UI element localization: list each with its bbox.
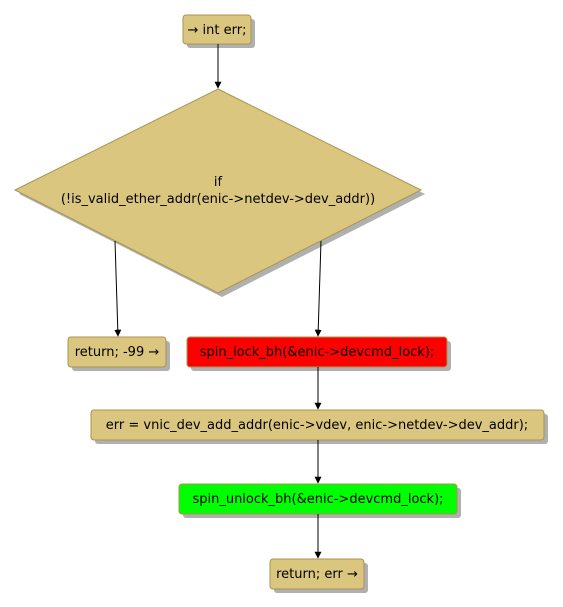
condition-label-expression: (!is_valid_ether_addr(enic->netdev->dev_…	[61, 192, 375, 207]
spin-lock-node: spin_lock_bh(&enic->devcmd_lock);	[186, 336, 451, 371]
return-err-label: return; err →	[276, 567, 358, 582]
condition-label-if: if	[214, 175, 223, 190]
start-label: → int err;	[188, 23, 247, 38]
start-node: → int err;	[182, 14, 255, 48]
edge-condition-to-lock	[314, 240, 322, 337]
spin-unlock-label: spin_unlock_bh(&enic->devcmd_lock);	[192, 492, 443, 507]
add-addr-label: err = vnic_dev_add_addr(enic->vdev, enic…	[106, 418, 528, 433]
return-error-label: return; -99 →	[75, 345, 160, 360]
return-error-node: return; -99 →	[67, 336, 170, 371]
return-err-node: return; err →	[269, 558, 368, 593]
edge-condition-to-return-error	[114, 240, 122, 337]
add-addr-node: err = vnic_dev_add_addr(enic->vdev, enic…	[90, 409, 548, 444]
spin-unlock-node: spin_unlock_bh(&enic->devcmd_lock);	[178, 483, 461, 518]
condition-diamond: if (!is_valid_ether_addr(enic->netdev->d…	[13, 88, 425, 297]
spin-lock-label: spin_lock_bh(&enic->devcmd_lock);	[200, 345, 435, 360]
